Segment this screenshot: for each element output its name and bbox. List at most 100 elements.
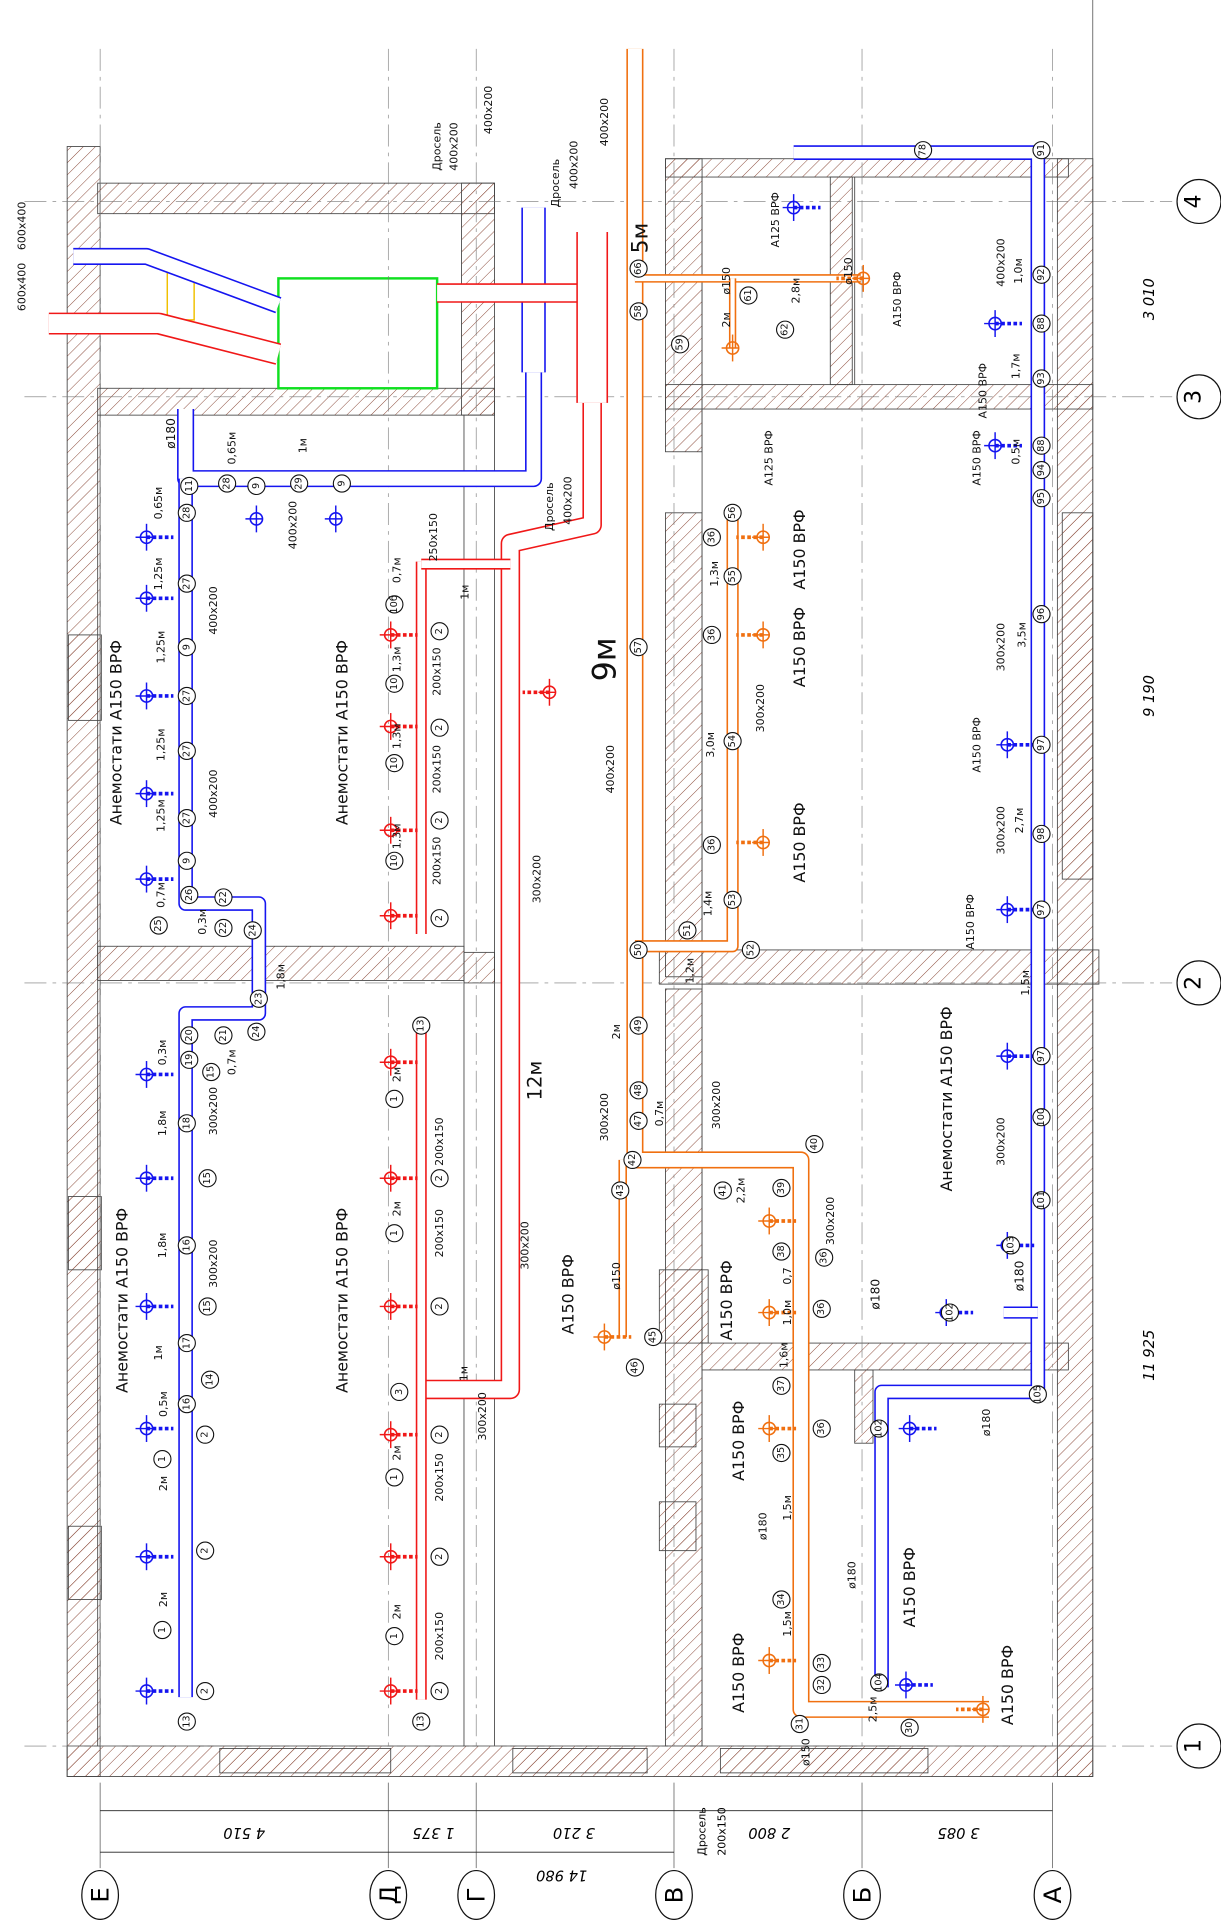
- marker-number: 88: [1036, 439, 1047, 451]
- annotation-label: 200x150: [433, 1117, 446, 1165]
- position-marker: 2: [196, 1681, 215, 1701]
- annotation-label: А150 ВРФ: [790, 607, 809, 687]
- annotation-label: 1,4м: [702, 891, 715, 917]
- annotation-label: А150 ВРФ: [790, 802, 809, 882]
- position-marker: 50: [629, 940, 648, 960]
- exhaust-outlet-inner: [48, 314, 281, 364]
- annotation-label: ø180: [1013, 1261, 1027, 1292]
- position-marker: 11: [180, 476, 199, 496]
- annotation-label: 1,3м: [708, 561, 721, 587]
- annotation-label: 1,3м: [390, 723, 403, 749]
- annotation-label: 3,0м: [704, 732, 717, 758]
- annotation-label: А150 ВРФ: [891, 271, 904, 327]
- position-marker: 34: [772, 1590, 791, 1609]
- dimension-value: 3 010: [1141, 278, 1158, 320]
- marker-number: 10: [389, 678, 400, 690]
- annotation-label: 200x150: [431, 745, 444, 793]
- annotation-label: 0,7м: [390, 557, 403, 583]
- marker-circle: [200, 1370, 220, 1389]
- position-marker: 16: [177, 1395, 196, 1414]
- marker-number: 16: [181, 1398, 192, 1410]
- marker-number: 47: [633, 1115, 644, 1127]
- ceiling-diffuser-icon: [736, 523, 771, 551]
- marker-circle: [1032, 314, 1051, 333]
- annotation-label: 400x200: [567, 141, 580, 189]
- position-marker: 31: [790, 1714, 809, 1734]
- position-marker: 88: [1032, 436, 1051, 455]
- annotation-label: 200x150: [433, 1612, 446, 1660]
- annotation-label: 2,8м: [790, 278, 803, 304]
- position-marker: 1: [385, 1627, 404, 1646]
- position-marker: 21: [214, 1026, 233, 1045]
- marker-circle: [1032, 489, 1051, 508]
- marker-circle: [385, 1089, 404, 1108]
- annotation-label: 1,25м: [155, 799, 168, 832]
- annotation-label: 400x200: [287, 501, 300, 549]
- position-marker: 22: [214, 888, 233, 907]
- position-marker: 55: [723, 567, 742, 586]
- marker-number: 95: [1036, 492, 1047, 504]
- axis-label: 1: [1182, 1739, 1207, 1753]
- marker-number: 17: [181, 1337, 192, 1349]
- marker-circle: [177, 638, 196, 657]
- marker-number: 13: [416, 1019, 427, 1031]
- marker-circle: [815, 1248, 834, 1267]
- axis-label: Д: [374, 1885, 403, 1904]
- marker-circle: [153, 1620, 172, 1640]
- marker-circle: [870, 1673, 889, 1692]
- marker-number: 1: [157, 1456, 168, 1462]
- marker-circle: [723, 732, 742, 751]
- marker-circle: [702, 625, 721, 645]
- ceiling-diffuser-icon: [324, 505, 343, 533]
- marker-number: 2: [434, 1554, 445, 1560]
- ceiling-diffuser-icon: [379, 1164, 418, 1192]
- position-marker: 43: [611, 1181, 630, 1200]
- marker-number: 27: [181, 690, 192, 702]
- annotation-label: 300x200: [754, 684, 767, 732]
- dimension-value: 3 210: [553, 1824, 595, 1841]
- marker-circle: [713, 1181, 732, 1200]
- marker-number: 43: [615, 1184, 626, 1196]
- annotation-label: 300x200: [995, 806, 1008, 854]
- marker-circle: [180, 476, 199, 496]
- position-marker: 36: [812, 1299, 831, 1318]
- position-marker: 95: [1032, 489, 1051, 508]
- marker-number: 13: [416, 1715, 427, 1727]
- wall-segment: [854, 1369, 874, 1444]
- marker-number: 42: [627, 1154, 638, 1166]
- annotation-label: 400x200: [207, 586, 220, 634]
- marker-number: 54: [727, 735, 738, 747]
- marker-circle: [1032, 1047, 1051, 1066]
- annotation-label: А150 ВРФ: [970, 717, 983, 773]
- marker-circle: [430, 1169, 449, 1188]
- marker-circle: [430, 909, 449, 928]
- annotation-label: 300x200: [995, 623, 1008, 671]
- ceiling-diffuser-icon: [379, 902, 418, 930]
- marker-circle: [247, 1022, 266, 1041]
- annotation-label: 300x200: [476, 1392, 489, 1440]
- marker-circle: [629, 940, 648, 960]
- ceiling-diffuser-icon: [379, 1677, 418, 1705]
- annotation-label: Дросель: [549, 159, 562, 208]
- position-marker: 1: [385, 1468, 404, 1487]
- position-marker: 47: [629, 1111, 648, 1130]
- marker-circle: [629, 302, 648, 321]
- position-marker: 18: [177, 1114, 196, 1133]
- annotation-label: 1,0м: [1012, 258, 1025, 284]
- ceiling-diffuser-icon: [593, 1323, 632, 1351]
- annotation-label: 200x150: [431, 837, 444, 885]
- ceiling-diffuser-icon: [379, 816, 418, 844]
- ceiling-diffuser-icon: [996, 896, 1035, 924]
- marker-circle: [812, 1419, 831, 1438]
- marker-circle: [812, 1675, 831, 1695]
- annotation-label: 1,8м: [156, 1233, 169, 1259]
- position-marker: 59: [670, 335, 690, 354]
- annotation-label: ø150: [610, 1262, 623, 1290]
- marker-circle: [772, 1178, 791, 1198]
- wall-segment: [67, 634, 102, 721]
- position-marker: 57: [629, 638, 648, 657]
- position-marker: 103: [1001, 1236, 1021, 1255]
- position-marker: 1: [385, 1089, 404, 1108]
- wall-segment: [658, 1501, 697, 1552]
